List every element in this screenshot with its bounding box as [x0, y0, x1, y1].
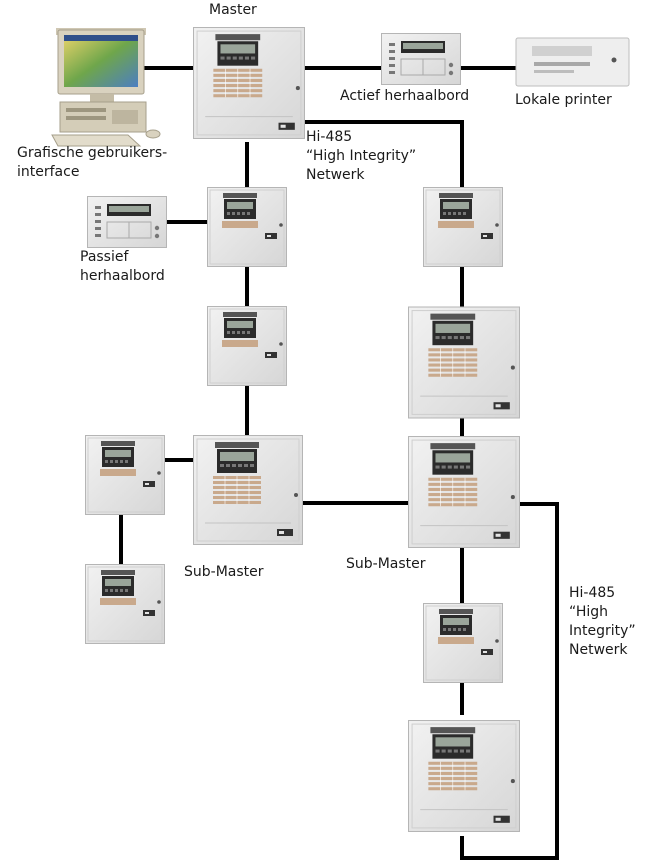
actief-label: Actief herhaalbord: [340, 88, 470, 104]
panel-node-left-2: [207, 305, 287, 387]
network-label-top-line1: Hi-485: [306, 129, 353, 145]
network-label-top: Hi-485 “High Integrity” Netwerk: [306, 128, 416, 185]
master-panel: [193, 26, 305, 140]
panel-node-right-3: [423, 602, 503, 684]
passief-label-line1: Passief: [80, 249, 129, 265]
passief-label-line2: herhaalbord: [80, 268, 165, 284]
actief-repeater-board: [380, 33, 462, 85]
panel-node-far-left-2: [85, 563, 165, 645]
sub-master-right-label: Sub-Master: [346, 556, 426, 572]
panel-node-far-left-1: [85, 434, 165, 516]
printer-label: Lokale printer: [515, 92, 612, 108]
gui-label: Grafische gebruikers- interface: [17, 144, 167, 182]
network-label-top-line3: Netwerk: [306, 167, 365, 183]
network-label-top-line2: “High Integrity”: [306, 148, 417, 164]
sub-master-left-label: Sub-Master: [184, 564, 264, 580]
master-label: Master: [209, 2, 257, 18]
network-cables: [119, 66, 559, 860]
gui-label-line2: interface: [17, 164, 80, 180]
network-label-bottom-line4: Netwerk: [569, 642, 628, 658]
panel-node-right-2: [408, 306, 520, 419]
cable-hi485-loop: [460, 502, 559, 860]
panel-node-right-4: [408, 719, 520, 833]
network-label-bottom: Hi-485 “High Integrity” Netwerk: [569, 584, 636, 660]
computer-icon: [51, 28, 161, 147]
passief-repeater-board: [87, 196, 167, 248]
printer-icon: [515, 37, 630, 87]
panel-node-right-1: [423, 186, 503, 268]
passief-label: Passief herhaalbord: [80, 248, 165, 286]
network-label-bottom-line3: Integrity”: [569, 623, 636, 639]
sub-master-right-panel: [408, 436, 520, 548]
cable-hi485-right-branch: [301, 120, 464, 190]
sub-master-left-panel: [193, 434, 303, 546]
network-label-bottom-line1: Hi-485: [569, 585, 616, 601]
panel-node-left-1: [207, 186, 287, 268]
gui-label-line1: Grafische gebruikers-: [17, 145, 168, 161]
network-label-bottom-line2: “High: [569, 604, 608, 620]
